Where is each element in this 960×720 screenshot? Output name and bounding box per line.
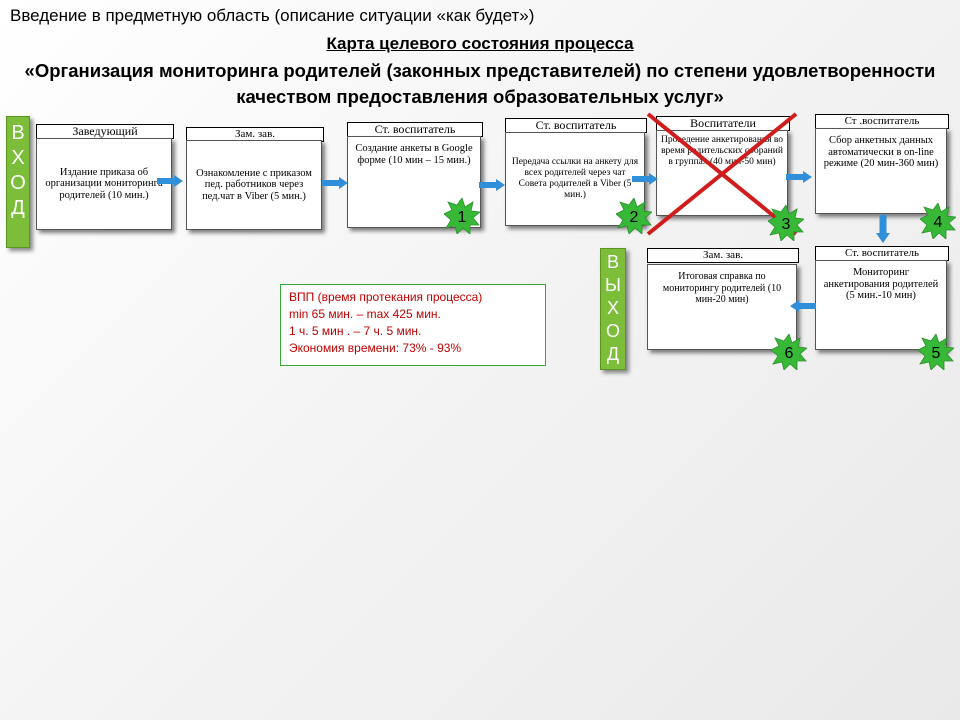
process-step: Создание анкеты в Google форме (10 мин –…	[347, 136, 481, 228]
role-label: Ст. воспитатель	[505, 118, 647, 133]
arrow-right-icon	[479, 179, 505, 191]
arrow-right-icon	[157, 175, 183, 187]
step-number: 5	[932, 345, 941, 362]
step-number: 3	[782, 216, 791, 233]
summary-line: ВПП (время протекания процесса)	[289, 290, 483, 304]
cross-out-mark	[646, 112, 798, 236]
exit-letter: Ы	[605, 275, 621, 295]
process-step: Сбор анкетных данных автоматически в on-…	[815, 128, 947, 214]
arrow-down-icon	[876, 215, 890, 243]
slide-heading: Карта целевого состояния процесса	[326, 34, 634, 53]
step-number-badge: 6	[771, 334, 807, 370]
step-number-badge: 1	[444, 198, 480, 234]
step-number-badge: 2	[616, 198, 652, 234]
entry-letter: О	[10, 172, 26, 194]
exit-letter: О	[605, 321, 620, 341]
process-step: Итоговая справка по мониторингу родителе…	[647, 264, 797, 350]
role-label: Зам. зав.	[647, 248, 799, 263]
role-label: Ст. воспитатель	[815, 246, 949, 261]
summary-line: 1 ч. 5 мин . – 7 ч. 5 мин.	[289, 324, 422, 338]
step-number-badge: 4	[920, 203, 956, 239]
process-step: Издание приказа об организации мониторин…	[36, 138, 172, 230]
step-number-badge: 3	[768, 205, 804, 241]
step-number: 2	[630, 209, 639, 226]
summary-line: min 65 мин. – max 425 мин.	[289, 307, 441, 321]
entry-bar: В Х О Д	[6, 116, 30, 248]
exit-letter: Х	[606, 298, 619, 318]
arrow-right-icon	[322, 177, 348, 189]
arrow-left-icon	[790, 300, 816, 312]
summary-line: Экономия времени: 73% - 93%	[289, 341, 462, 355]
process-step: Ознакомление с приказом пед. работников …	[186, 140, 322, 230]
role-label: Ст. воспитатель	[347, 122, 483, 137]
process-step: Передача ссылки на анкету для всех родит…	[505, 132, 645, 226]
role-label: Ст .воспитатель	[815, 114, 949, 129]
exit-letter: Д	[606, 344, 620, 364]
process-step: Мониторинг анкетирования родителей (5 ми…	[815, 260, 947, 350]
entry-letter: В	[11, 122, 25, 144]
arrow-right-icon	[786, 171, 812, 183]
exit-letter: В	[606, 252, 619, 272]
exit-bar: В Ы Х О Д	[600, 248, 626, 370]
entry-letter: Д	[11, 197, 25, 219]
page-title: Введение в предметную область (описание …	[10, 6, 535, 25]
role-label: Заведующий	[36, 124, 174, 139]
arrow-right-icon	[632, 173, 658, 185]
step-number: 4	[934, 214, 943, 231]
step-number: 1	[458, 209, 467, 226]
entry-letter: Х	[11, 147, 25, 169]
step-number-badge: 5	[918, 334, 954, 370]
slide-subtitle: «Организация мониторинга родителей (зако…	[24, 60, 936, 107]
step-number: 6	[785, 345, 794, 362]
process-time-summary: ВПП (время протекания процесса) min 65 м…	[280, 284, 546, 366]
